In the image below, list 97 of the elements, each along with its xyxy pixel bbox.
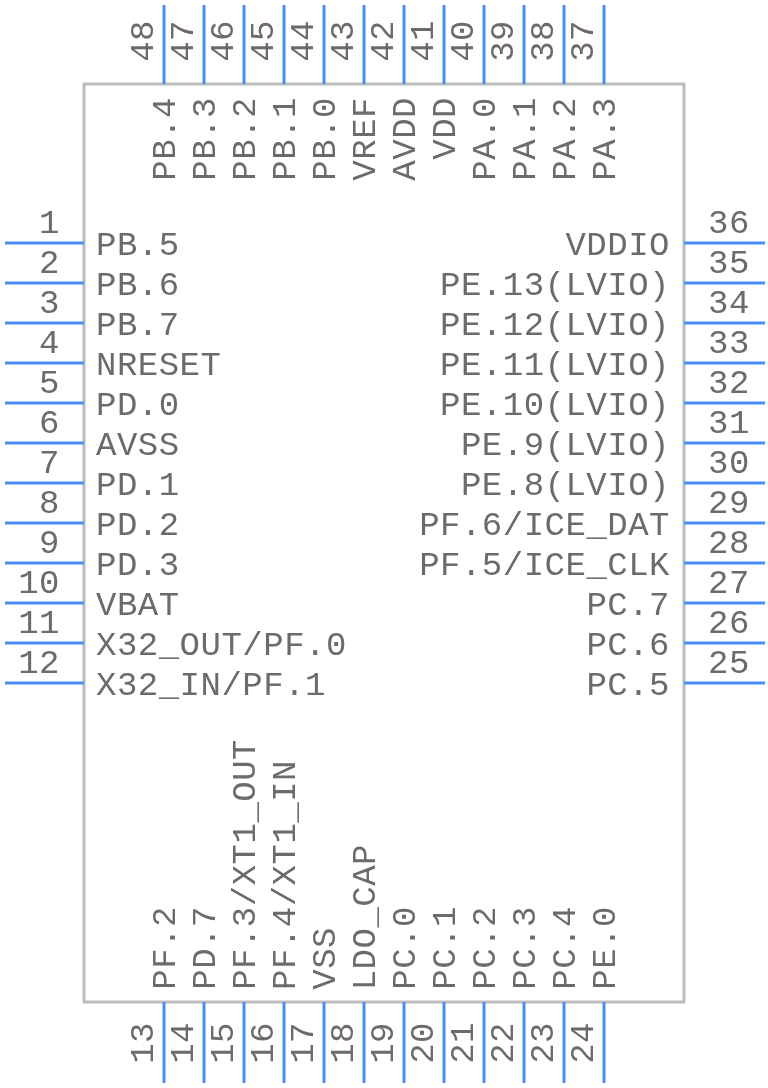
pin-label: PB.0 <box>306 97 346 181</box>
pin-label: PE.13(LVIO) <box>440 266 670 306</box>
pin-number: 43 <box>324 20 364 62</box>
pin-number: 42 <box>364 20 404 62</box>
pin-label: PA.0 <box>466 97 506 181</box>
pin-label: X32_OUT/PF.0 <box>96 626 347 666</box>
pin-label: PD.1 <box>96 466 180 506</box>
pin-number: 17 <box>284 1022 324 1064</box>
pin-label: PE.8(LVIO) <box>460 466 670 506</box>
pin-number: 5 <box>39 364 60 404</box>
pin-label: PE.10(LVIO) <box>440 386 670 426</box>
pin-label: VBAT <box>96 586 180 626</box>
pin-label: VDDIO <box>565 226 670 266</box>
pin-label: PF.4/XT1_IN <box>266 760 306 990</box>
pin-number: 35 <box>708 244 750 284</box>
pin-number: 19 <box>364 1022 404 1064</box>
pin-label: X32_IN/PF.1 <box>96 666 326 706</box>
pin-number: 48 <box>124 20 164 62</box>
pin-label: PC.0 <box>386 906 426 990</box>
pin-number: 9 <box>39 524 60 564</box>
pin-label: PD.3 <box>96 546 180 586</box>
pin-label: PB.1 <box>266 97 306 181</box>
pin-number: 25 <box>708 644 750 684</box>
pin-label: NRESET <box>96 346 222 386</box>
pin-number: 30 <box>708 444 750 484</box>
chip-body <box>82 82 686 1004</box>
pin-number: 33 <box>708 324 750 364</box>
pin-number: 41 <box>404 20 444 62</box>
pin-number: 39 <box>484 20 524 62</box>
pin-label: PC.5 <box>586 666 670 706</box>
pin-number: 14 <box>164 1022 204 1064</box>
pin-label: PF.2 <box>146 906 186 990</box>
pin-label: PE.11(LVIO) <box>440 346 670 386</box>
pin-number: 32 <box>708 364 750 404</box>
pin-label: AVSS <box>96 426 180 466</box>
pin-number: 16 <box>244 1022 284 1064</box>
pin-label: PC.7 <box>586 586 670 626</box>
pin-number: 40 <box>444 20 484 62</box>
pin-label: PD.0 <box>96 386 180 426</box>
pin-number: 13 <box>124 1022 164 1064</box>
pin-label: PB.5 <box>96 226 180 266</box>
pin-label: AVDD <box>386 97 426 181</box>
pin-number: 47 <box>164 20 204 62</box>
pin-label: PB.3 <box>186 97 226 181</box>
pin-label: VDD <box>426 97 466 160</box>
pin-number: 26 <box>708 604 750 644</box>
pin-label: PA.2 <box>546 97 586 181</box>
pin-label: PD.2 <box>96 506 180 546</box>
pin-label: PA.1 <box>506 97 546 181</box>
pin-label: VSS <box>306 927 346 990</box>
pin-label: PE.12(LVIO) <box>440 306 670 346</box>
pin-number: 27 <box>708 564 750 604</box>
pin-label: PF.6/ICE_DAT <box>419 506 670 546</box>
pin-number: 4 <box>39 324 60 364</box>
pin-number: 3 <box>39 284 60 324</box>
pin-label: PE.0 <box>586 906 626 990</box>
pin-number: 12 <box>18 644 60 684</box>
pin-label: PD.7 <box>186 906 226 990</box>
pin-label: PC.4 <box>546 906 586 990</box>
pin-label: PF.3/XT1_OUT <box>226 739 266 990</box>
pin-number: 22 <box>484 1022 524 1064</box>
pin-label: VREF <box>346 97 386 181</box>
pin-number: 8 <box>39 484 60 524</box>
pin-number: 31 <box>708 404 750 444</box>
pin-label: PC.3 <box>506 906 546 990</box>
pin-number: 10 <box>18 564 60 604</box>
pin-number: 36 <box>708 204 750 244</box>
pin-number: 46 <box>204 20 244 62</box>
pin-number: 1 <box>39 204 60 244</box>
pin-number: 34 <box>708 284 750 324</box>
pin-number: 21 <box>444 1022 484 1064</box>
pin-label: PB.6 <box>96 266 180 306</box>
pin-number: 23 <box>524 1022 564 1064</box>
pin-label: PB.7 <box>96 306 180 346</box>
pin-label: PF.5/ICE_CLK <box>419 546 670 586</box>
pin-number: 24 <box>564 1022 604 1064</box>
pin-number: 15 <box>204 1022 244 1064</box>
pin-number: 6 <box>39 404 60 444</box>
pin-number: 28 <box>708 524 750 564</box>
pin-number: 37 <box>564 20 604 62</box>
pin-number: 20 <box>404 1022 444 1064</box>
pin-number: 18 <box>324 1022 364 1064</box>
pin-number: 2 <box>39 244 60 284</box>
pin-number: 45 <box>244 20 284 62</box>
pin-number: 44 <box>284 20 324 62</box>
pin-label: PC.1 <box>426 906 466 990</box>
pin-number: 11 <box>18 604 60 644</box>
pin-label: PB.2 <box>226 97 266 181</box>
pin-number: 7 <box>39 444 60 484</box>
pin-label: PC.2 <box>466 906 506 990</box>
pin-label: PC.6 <box>586 626 670 666</box>
pin-number: 29 <box>708 484 750 524</box>
pin-label: PB.4 <box>146 97 186 181</box>
pin-label: PA.3 <box>586 97 626 181</box>
pin-label: LDO_CAP <box>346 843 386 990</box>
pin-number: 38 <box>524 20 564 62</box>
pin-label: PE.9(LVIO) <box>460 426 670 466</box>
